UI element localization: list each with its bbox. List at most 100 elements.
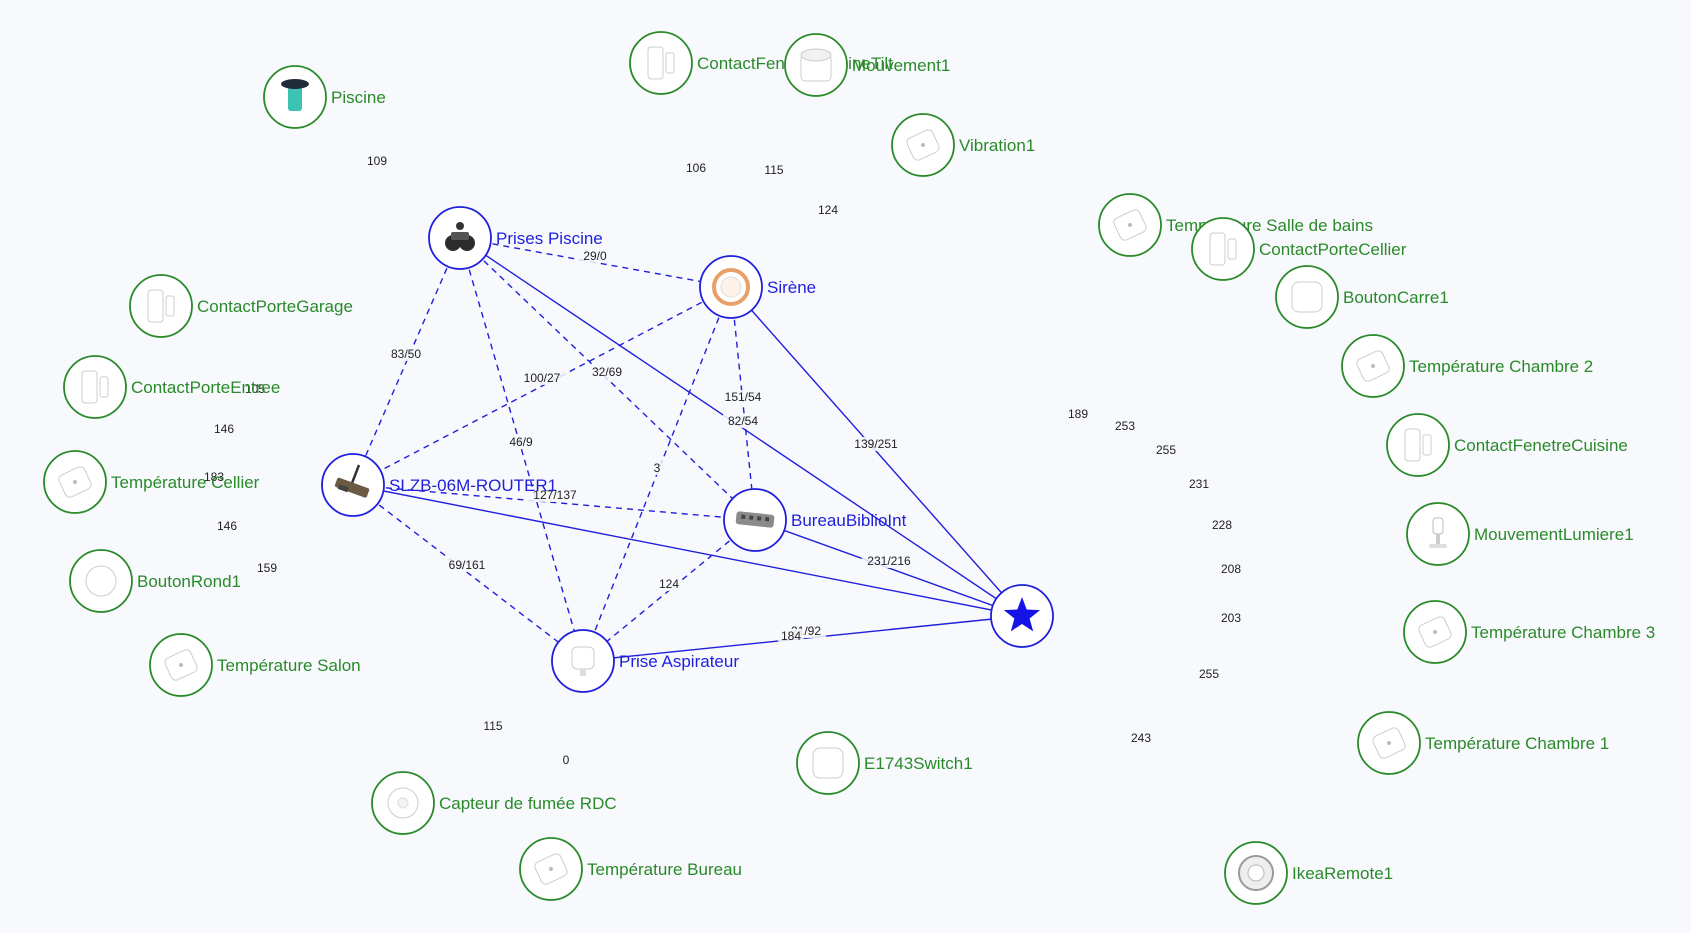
- link-label-sirene-slzb: 100/27: [524, 371, 561, 385]
- link-label-piscine-piscine_r: 109: [367, 154, 387, 168]
- link-label-tbur-aspi: 0: [563, 753, 570, 767]
- temperature-sensor-icon: [1372, 727, 1406, 759]
- link-label-piscine_r-slzb-bg: [386, 347, 426, 361]
- node-bcar[interactable]: BoutonCarre1: [1275, 265, 1449, 329]
- node-piscine[interactable]: Piscine: [263, 65, 386, 129]
- node-tch1[interactable]: Température Chambre 1: [1357, 711, 1609, 775]
- node-fumee[interactable]: Capteur de fumée RDC: [371, 771, 617, 835]
- temperature-sensor-icon: [1356, 350, 1390, 382]
- link-label-cpe-slzb-bg: [211, 422, 237, 436]
- link-label-piscine_r-sirene-bg: [578, 249, 612, 263]
- node-aspi[interactable]: Prise Aspirateur: [551, 629, 739, 693]
- link-label-tch2-coord: 231: [1189, 477, 1209, 491]
- node-vib1[interactable]: Vibration1: [891, 113, 1035, 177]
- node-label: BoutonRond1: [137, 572, 241, 591]
- link-label-sirene-aspi-bg: [651, 461, 663, 475]
- link-label-e1743-biblio: 184: [781, 629, 801, 643]
- node-tbur[interactable]: Température Bureau: [519, 837, 742, 901]
- link-label-tch2-coord-bg: [1186, 477, 1212, 491]
- link-label-biblio-coord: 231/216: [867, 554, 911, 568]
- link-label-tcel-slzb-bg: [201, 470, 227, 484]
- link-slzb-aspi: [352, 484, 584, 662]
- node-label: Piscine: [331, 88, 386, 107]
- link-label-sirene-slzb-bg: [518, 371, 566, 385]
- link-label-bcar-coord-bg: [1153, 443, 1179, 457]
- power-strip-icon: [735, 511, 775, 528]
- node-brond[interactable]: BoutonRond1: [69, 549, 241, 613]
- link-label-piscine_r-aspi: 46/9: [509, 435, 533, 449]
- node-label: Mouvement1: [852, 56, 950, 75]
- smoke-detector-icon: [387, 787, 419, 819]
- round-button-icon: [85, 565, 117, 597]
- node-piscine_r[interactable]: Prises Piscine: [428, 206, 603, 270]
- node-tch3[interactable]: Température Chambre 3: [1403, 600, 1655, 664]
- link-label-vib1-sirene: 124: [818, 203, 838, 217]
- link-piscine_r-slzb: [352, 237, 461, 486]
- node-label: ContactPorteCellier: [1259, 240, 1407, 259]
- link-label-biblio-coord-bg: [861, 554, 917, 568]
- link-label-cpc-coord-bg: [1112, 419, 1138, 433]
- link-piscine_r-aspi: [459, 237, 584, 662]
- node-label: Température Cellier: [111, 473, 260, 492]
- node-tsdb[interactable]: Température Salle de bains: [1098, 193, 1373, 257]
- link-label-slzb-aspi-bg: [443, 558, 491, 572]
- link-label-cpc-coord: 253: [1115, 419, 1135, 433]
- node-cfc[interactable]: ContactFenetreCuisine: [1386, 413, 1628, 477]
- link-label-slzb-aspi: 69/161: [449, 558, 486, 572]
- link-label-extra-biblio-bg: [723, 414, 763, 428]
- link-label-piscine_r-aspi-bg: [504, 435, 538, 449]
- temperature-sensor-icon: [1418, 616, 1452, 648]
- link-label-piscine_r-biblio-bg: [587, 365, 627, 379]
- node-label: Température Chambre 2: [1409, 357, 1593, 376]
- node-tsal[interactable]: Température Salon: [149, 633, 361, 697]
- link-label-mlum-coord: 208: [1221, 562, 1241, 576]
- link-label-cfc_tilt-sirene-bg: [683, 161, 709, 175]
- link-label-slzb-biblio: 127/137: [533, 488, 577, 502]
- node-mlum[interactable]: MouvementLumiere1: [1406, 502, 1634, 566]
- node-tch2[interactable]: Température Chambre 2: [1341, 334, 1593, 398]
- switch-icon: [812, 747, 844, 779]
- node-mouv1[interactable]: Mouvement1: [784, 33, 950, 97]
- node-biblio[interactable]: BureauBiblioInt: [723, 488, 907, 552]
- link-label-tsdb-coord-bg: [1065, 407, 1091, 421]
- link-label-mouv1-sirene-bg: [761, 163, 787, 177]
- node-label: Température Bureau: [587, 860, 742, 879]
- contact-sensor-icon: [147, 289, 175, 323]
- node-cpg[interactable]: ContactPorteGarage: [129, 274, 353, 338]
- node-label: Sirène: [767, 278, 816, 297]
- node-label: MouvementLumiere1: [1474, 525, 1634, 544]
- link-label-cpg-slzb: 105: [245, 382, 265, 396]
- node-cpc[interactable]: ContactPorteCellier: [1191, 217, 1407, 281]
- link-label-tch1-coord-bg: [1196, 667, 1222, 681]
- link-label-cpg-slzb-bg: [242, 382, 268, 396]
- link-label-sirene-biblio: 151/54: [725, 390, 762, 404]
- temperature-sensor-icon: [1113, 209, 1147, 241]
- link-label-tbur-aspi-bg: [560, 753, 572, 767]
- node-label: Température Chambre 1: [1425, 734, 1609, 753]
- node-cpe[interactable]: ContactPorteEntree: [63, 355, 280, 419]
- node-sirene[interactable]: Sirène: [699, 255, 816, 319]
- link-labels-layer: 139/251231/21621/9229/083/5046/932/69100…: [201, 154, 1244, 767]
- link-label-piscine_r-biblio: 32/69: [592, 365, 622, 379]
- link-label-tcel-slzb: 183: [204, 470, 224, 484]
- link-label-slzb-biblio-bg: [527, 488, 583, 502]
- node-ikea[interactable]: IkeaRemote1: [1224, 841, 1393, 905]
- square-button-icon: [1291, 281, 1323, 313]
- node-label: ContactPorteEntree: [131, 378, 280, 397]
- link-slzb-biblio: [352, 484, 756, 521]
- link-label-e1743-biblio-bg: [778, 629, 804, 643]
- link-label-mlum-coord-bg: [1218, 562, 1244, 576]
- remote-icon: [1238, 855, 1274, 891]
- node-tcel[interactable]: Température Cellier: [43, 450, 260, 514]
- link-label-tsdb-coord: 189: [1068, 407, 1088, 421]
- node-label: BureauBiblioInt: [791, 511, 907, 530]
- motion-light-sensor-icon: [1429, 517, 1447, 548]
- nodes-layer: SLZB-06M-ROUTER1 Prises PiscineSirèneBure…: [43, 31, 1655, 905]
- contact-sensor-icon: [1209, 232, 1237, 266]
- node-e1743[interactable]: E1743Switch1: [796, 731, 973, 795]
- node-slzb[interactable]: SLZB-06M-ROUTER1: [321, 453, 557, 517]
- link-label-biblio-aspi: 124: [659, 577, 679, 591]
- node-coord[interactable]: [990, 584, 1054, 648]
- node-label: Vibration1: [959, 136, 1035, 155]
